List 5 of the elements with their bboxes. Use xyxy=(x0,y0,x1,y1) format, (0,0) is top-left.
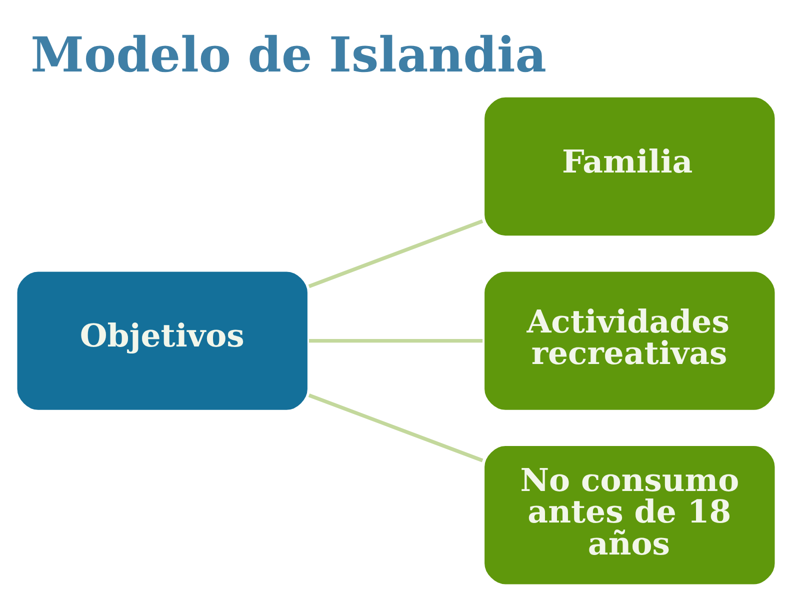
connector xyxy=(308,338,483,342)
diagram-title: Modelo de Islandia xyxy=(30,27,546,84)
node-box: Familia xyxy=(482,94,778,238)
connector xyxy=(308,218,484,288)
connector xyxy=(308,393,484,462)
